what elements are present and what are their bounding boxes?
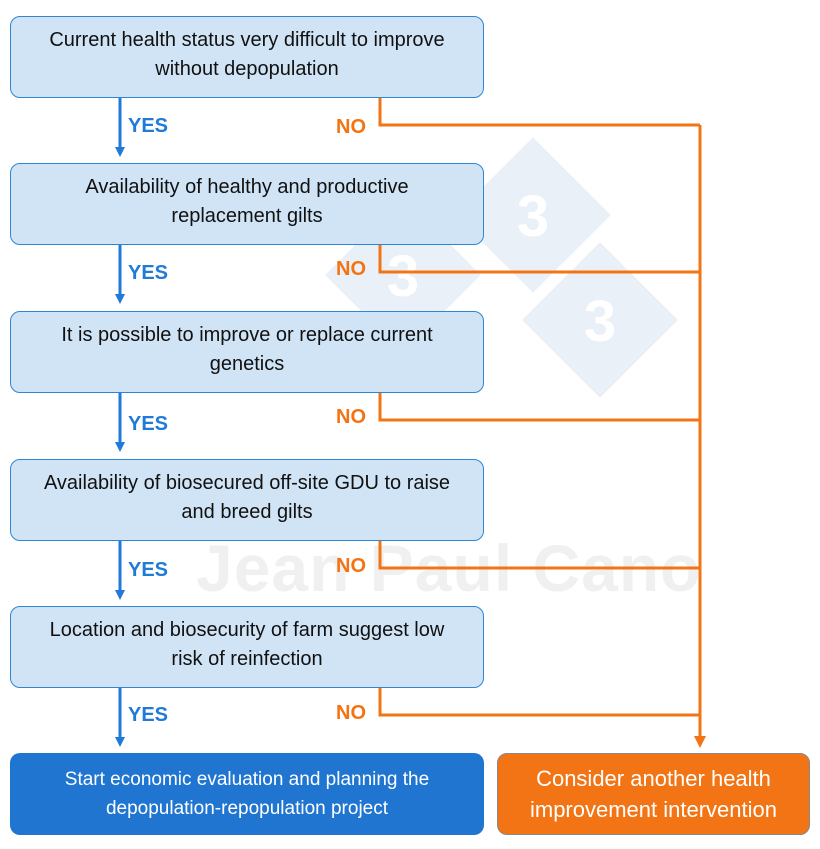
watermark-digit: 3 [517, 184, 549, 249]
decision-box-2: Availability of healthy and productive r… [10, 163, 484, 245]
watermark-diamond [522, 242, 678, 398]
no-connector [378, 98, 700, 127]
no-connector [378, 541, 700, 570]
no-connector [378, 245, 700, 274]
yes-label: YES [128, 115, 169, 137]
no-label: NO [336, 406, 366, 428]
no-label: NO [336, 702, 366, 724]
no-label: NO [336, 555, 366, 577]
yes-label: YES [128, 559, 169, 581]
outcome-no-box: Consider another health improvement inte… [497, 753, 810, 835]
outcome-yes-box: Start economic evaluation and planning t… [10, 753, 484, 835]
no-connector [378, 688, 700, 717]
yes-label: YES [128, 413, 169, 435]
yes-label: YES [128, 704, 169, 726]
decision-box-4: Availability of biosecured off-site GDU … [10, 459, 484, 541]
no-label: NO [336, 258, 366, 280]
decision-box-1: Current health status very difficult to … [10, 16, 484, 98]
no-connector [378, 393, 700, 422]
yes-label: YES [128, 262, 169, 284]
no-label: NO [336, 116, 366, 138]
watermark-digit: 3 [387, 244, 419, 309]
watermark-digit: 3 [584, 289, 616, 354]
decision-box-3: It is possible to improve or replace cur… [10, 311, 484, 393]
decision-box-5: Location and biosecurity of farm suggest… [10, 606, 484, 688]
watermark-diamond [455, 137, 611, 293]
